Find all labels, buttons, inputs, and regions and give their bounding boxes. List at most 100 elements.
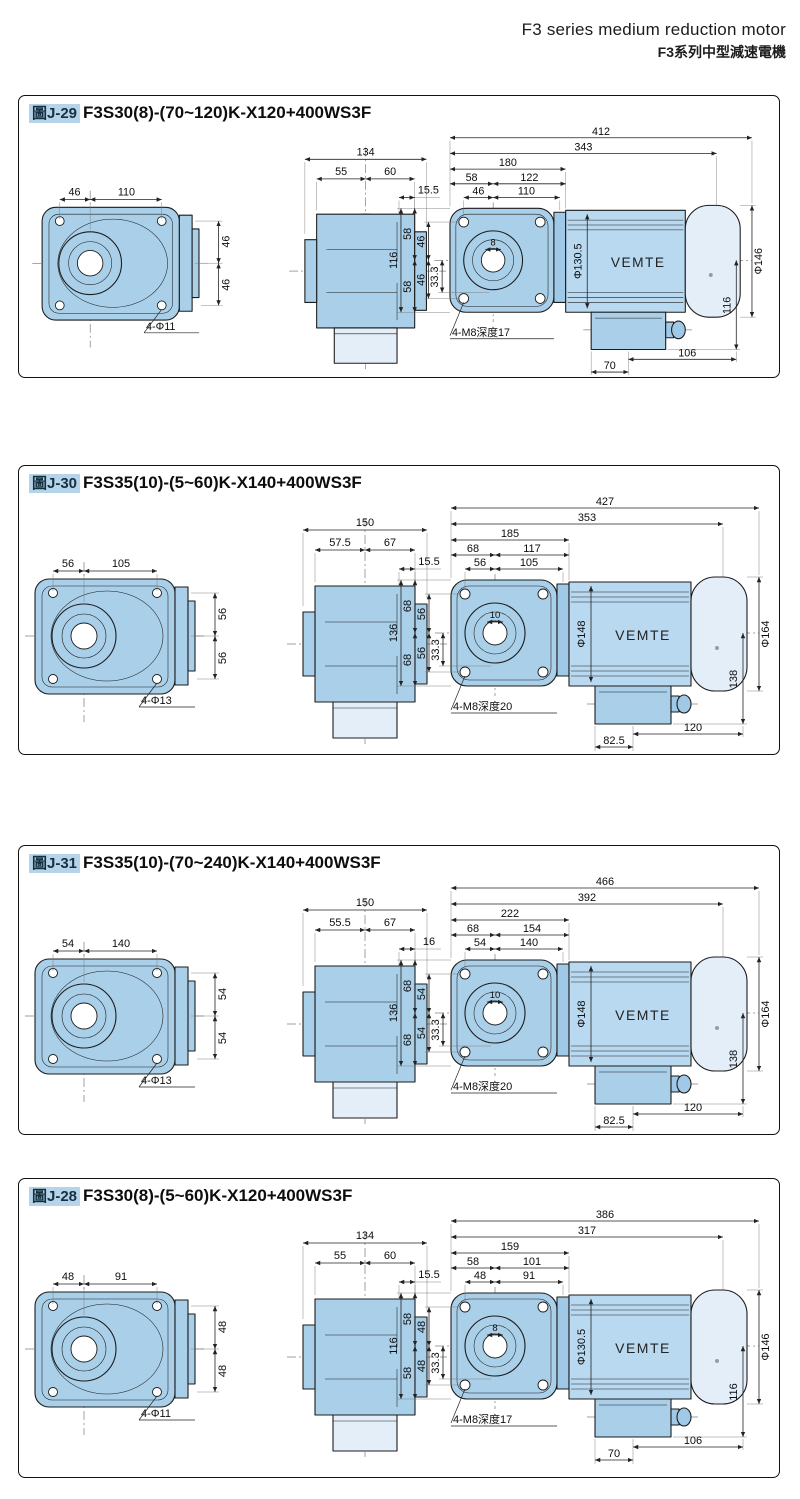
dim-Hb: 68 (402, 654, 414, 666)
side-view: 150 55.5 67 16 (287, 897, 447, 1124)
side-view: 150 57.5 67 15.5 (287, 517, 447, 744)
dim-gearbox-length: 222 (501, 908, 519, 920)
dim-fan-dia: Φ146 (753, 248, 765, 275)
dim-H-total: 116 (388, 252, 400, 269)
dim-motor-dia: Φ130.5 (572, 243, 584, 279)
terminal-box (594, 1398, 672, 1438)
dim-Ha: 58 (402, 228, 414, 240)
technical-drawing: 56 105 56 56 4-Φ13 (25, 496, 772, 751)
dim-H-right: 138 (728, 1050, 740, 1068)
dim-Lc: 48 (474, 1270, 486, 1282)
dim-front-v1: 54 (217, 988, 229, 1000)
dim-Hc: 48 (416, 1321, 428, 1333)
figure-model: F3S30(8)-(5~60)K-X120+400WS3F (83, 1186, 353, 1205)
dim-Hd: 46 (415, 274, 427, 286)
dim-Hd: 48 (416, 1360, 428, 1372)
dim-shaft-dia: 10 (490, 610, 501, 621)
dim-box-b: 82.5 (603, 735, 624, 747)
page-header: F3 series medium reduction motor F3系列中型減… (522, 20, 786, 62)
front-view: 46 110 46 46 4-Φ11 (32, 187, 232, 348)
dim-Ld: 105 (520, 557, 538, 569)
input-bore (482, 1000, 508, 1026)
fan-cover (690, 576, 748, 692)
brand-label: VEMTE (611, 255, 666, 270)
dim-Ld: 91 (523, 1270, 535, 1282)
page-title-zh: F3系列中型減速電機 (657, 44, 786, 60)
dim-box-a: 120 (684, 1102, 702, 1114)
dim-Hd: 56 (416, 647, 428, 659)
dim-body-length: 392 (578, 892, 596, 904)
output-bore (70, 1002, 98, 1030)
dim-Lb: 154 (523, 923, 541, 935)
dim-shaft-height: 33.3 (430, 1352, 442, 1373)
dim-shaft-dia: 10 (490, 990, 501, 1001)
dim-front-a: 48 (62, 1271, 74, 1283)
figure-model: F3S35(10)-(70~240)K-X140+400WS3F (83, 853, 381, 872)
dim-front-v2: 48 (217, 1365, 229, 1377)
dim-motor-dia: Φ148 (576, 1000, 588, 1027)
dim-shaft-dia: 8 (491, 238, 496, 248)
dim-front-b: 140 (112, 938, 130, 950)
dim-shaft-length: 15.5 (418, 556, 439, 568)
dim-front-v2: 56 (217, 652, 229, 664)
dim-side-a: 55 (334, 1250, 346, 1262)
dim-H-total: 116 (388, 1337, 400, 1355)
input-bore (482, 1333, 508, 1359)
input-bore (480, 248, 506, 273)
flange (174, 966, 189, 1066)
dim-box-b: 70 (604, 360, 616, 372)
front-view: 48 91 48 48 4-Φ11 (25, 1271, 229, 1435)
dim-gearbox-length: 185 (501, 528, 519, 540)
dim-front-a: 54 (62, 938, 74, 950)
dim-fan-dia: Φ164 (760, 620, 772, 647)
side-view: 134 55 60 15.5 (289, 146, 447, 370)
dim-overall-length: 466 (596, 876, 614, 888)
bottom-housing (333, 327, 398, 364)
dim-box-b: 82.5 (603, 1115, 624, 1127)
front-view: 54 140 54 54 4-Φ13 (25, 938, 229, 1102)
dim-front-a: 46 (68, 187, 80, 199)
assembly-dimensions: 412 343 180 58 122 46 110 8 (388, 126, 765, 375)
dim-Lb: 101 (523, 1256, 541, 1268)
front-dimensions: 56 105 56 56 4-Φ13 (52, 558, 229, 708)
figure-model: F3S35(10)-(5~60)K-X140+400WS3F (83, 473, 362, 492)
dim-H-right: 116 (721, 297, 733, 314)
input-bore (482, 620, 508, 646)
dim-La: 58 (466, 172, 478, 184)
side-dimensions: 134 55 60 15.5 (304, 146, 441, 234)
dim-box-b: 70 (608, 1448, 620, 1460)
dim-Lc: 54 (474, 937, 486, 949)
dim-front-a: 56 (62, 558, 74, 570)
dim-H-total: 136 (388, 1004, 400, 1022)
dim-side-b: 67 (384, 537, 396, 549)
fan-cover (690, 956, 748, 1072)
dim-Ha: 58 (402, 1313, 414, 1325)
dim-box-a: 106 (678, 347, 696, 359)
dim-shaft-length: 15.5 (418, 185, 439, 197)
dim-shaft-height: 33.3 (430, 1019, 442, 1040)
front-dimensions: 48 91 48 48 4-Φ11 (52, 1271, 229, 1421)
dim-Hb: 58 (402, 281, 414, 293)
brand-label: VEMTE (615, 1340, 671, 1356)
bolt-note: 4-M8深度20 (453, 1079, 512, 1093)
dim-box-a: 120 (684, 722, 702, 734)
flange (174, 1299, 189, 1399)
dim-overall-length: 427 (596, 496, 614, 508)
dim-La: 68 (467, 923, 479, 935)
dim-Hb: 58 (402, 1367, 414, 1379)
technical-drawing: 46 110 46 46 4-Φ11 (32, 126, 765, 375)
dim-body-length: 353 (578, 512, 596, 524)
dim-shaft-dia: 8 (492, 1323, 497, 1334)
front-holes-note: 4-Φ13 (141, 1075, 172, 1087)
assembly-view: VEMTE 412 343 180 58 122 46 (388, 126, 765, 375)
dim-shaft-height: 33.3 (430, 639, 442, 660)
fan-cover (684, 204, 741, 318)
output-bore (70, 1335, 98, 1363)
dim-motor-dia: Φ148 (576, 620, 588, 647)
dim-gearbox-length: 180 (499, 157, 517, 169)
dim-front-v1: 46 (220, 236, 232, 248)
